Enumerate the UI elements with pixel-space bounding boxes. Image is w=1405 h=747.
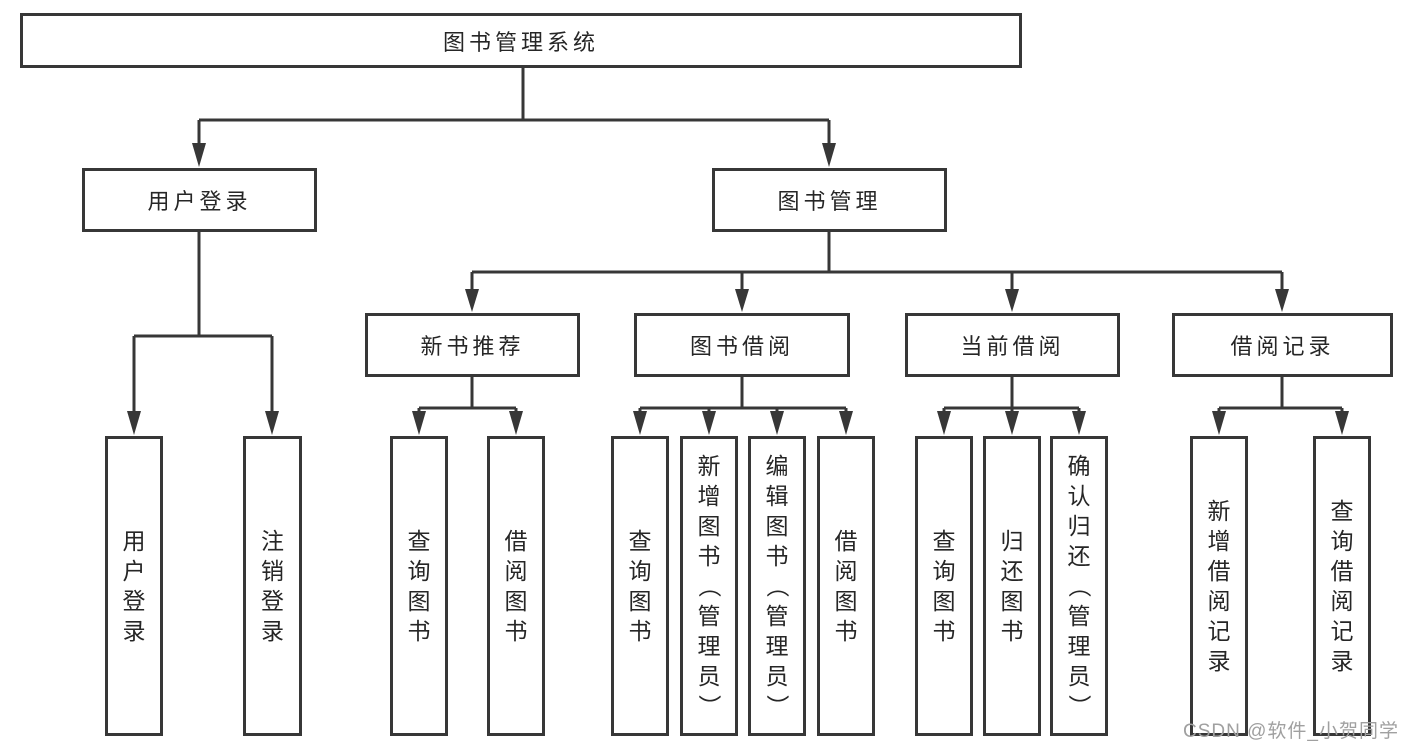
node-label: 用户登录 <box>122 528 146 644</box>
node-label: 用户登录 <box>147 189 252 214</box>
node-label: 图书管理 <box>777 189 882 214</box>
node-book-management: 图书管理 <box>712 168 947 232</box>
node-label: 借阅记录 <box>1230 334 1335 359</box>
node-label: 新增图书（管理员） <box>696 453 722 718</box>
edges-root <box>192 68 836 167</box>
edges-book-borrowing <box>633 377 853 435</box>
node-borrow-books-recommend: 借阅图书 <box>487 436 545 736</box>
node-confirm-return-admin: 确认归还（管理员） <box>1050 436 1108 736</box>
node-label: 新书推荐 <box>420 334 525 359</box>
watermark-text: CSDN @软件_小贺同学 <box>1183 721 1399 742</box>
node-label: 借阅图书 <box>834 528 858 644</box>
node-label: 图书借阅 <box>689 334 794 359</box>
node-query-borrow-record: 查询借阅记录 <box>1313 436 1371 736</box>
node-label: 查询图书 <box>932 528 956 644</box>
node-current-borrowing: 当前借阅 <box>905 313 1120 377</box>
node-label: 编辑图书（管理员） <box>764 453 790 718</box>
node-user-login: 用户登录 <box>82 168 317 232</box>
node-label: 查询借阅记录 <box>1330 498 1354 674</box>
node-book-borrowing: 图书借阅 <box>634 313 850 377</box>
node-add-book-admin: 新增图书（管理员） <box>680 436 738 736</box>
edges-new-book-recommendation <box>412 377 523 435</box>
node-label: 图书管理系统 <box>442 29 599 55</box>
edges-borrowing-records <box>1212 377 1349 435</box>
edges-current-borrowing <box>937 377 1086 435</box>
node-label: 查询图书 <box>628 528 652 644</box>
node-new-book-recommendation: 新书推荐 <box>365 313 580 377</box>
node-query-books-recommend: 查询图书 <box>390 436 448 736</box>
node-logout: 注销登录 <box>243 436 302 736</box>
edges-user-login <box>127 232 279 435</box>
edges-book-management <box>465 232 1289 312</box>
node-label: 注销登录 <box>261 528 284 644</box>
node-label: 确认归还（管理员） <box>1066 453 1092 718</box>
node-query-books-current: 查询图书 <box>915 436 973 736</box>
node-label: 新增借阅记录 <box>1207 498 1231 674</box>
node-label: 归还图书 <box>1000 528 1024 644</box>
node-borrowing-records: 借阅记录 <box>1172 313 1393 377</box>
node-query-books-borrowing: 查询图书 <box>611 436 669 736</box>
node-add-borrow-record: 新增借阅记录 <box>1190 436 1248 736</box>
node-label: 当前借阅 <box>960 334 1065 359</box>
node-borrow-books: 借阅图书 <box>817 436 875 736</box>
node-library-management-system: 图书管理系统 <box>20 13 1022 68</box>
node-edit-book-admin: 编辑图书（管理员） <box>748 436 806 736</box>
node-label: 查询图书 <box>407 528 431 644</box>
node-user-login-action: 用户登录 <box>105 436 163 736</box>
node-label: 借阅图书 <box>504 528 528 644</box>
node-return-book: 归还图书 <box>983 436 1041 736</box>
